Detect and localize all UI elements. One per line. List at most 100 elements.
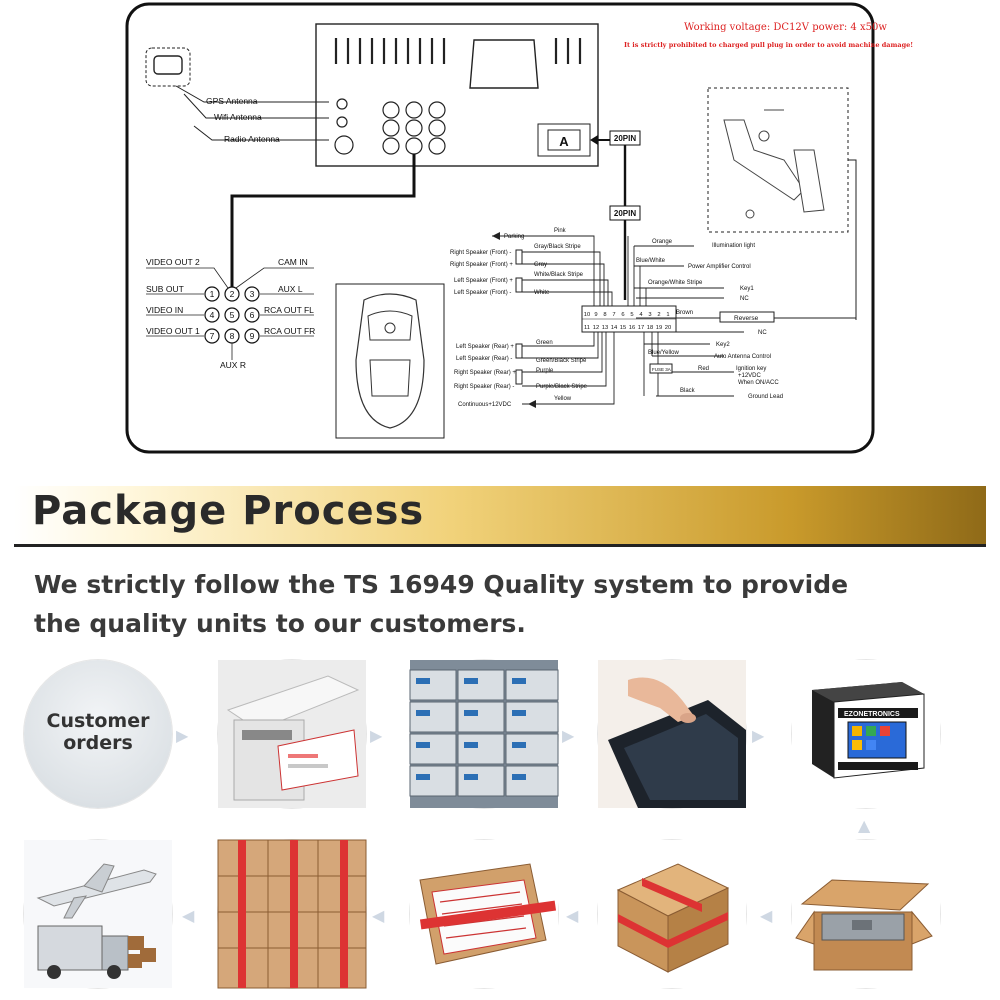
speaker-icons: [515, 249, 523, 385]
svg-text:White/Black Stripe: White/Black Stripe: [534, 272, 584, 278]
svg-text:Continuous+12VDC: Continuous+12VDC: [458, 402, 512, 408]
svg-text:19: 19: [656, 325, 662, 331]
svg-text:Orange: Orange: [652, 239, 673, 245]
svg-text:Left Speaker (Front) +: Left Speaker (Front) +: [454, 278, 513, 284]
svg-text:2: 2: [657, 312, 660, 318]
svg-text:When ON/ACC: When ON/ACC: [738, 380, 779, 386]
printer-icon: [218, 660, 366, 808]
svg-text:5: 5: [230, 310, 235, 320]
diagram-frame: [125, 2, 875, 454]
radio-antenna-label: Radio Antenna: [224, 134, 280, 144]
av-rca-out-fl: RCA OUT FL: [264, 305, 314, 315]
svg-text:8: 8: [230, 331, 235, 341]
arrow-left-icon: ◀: [182, 906, 195, 925]
open-carton-icon: [792, 840, 940, 988]
arrow-left-icon: ◀: [566, 906, 579, 925]
wifi-antenna-label: Wifi Antenna: [214, 112, 262, 122]
svg-text:15: 15: [620, 325, 626, 331]
svg-text:Auto Antenna Control: Auto Antenna Control: [714, 354, 771, 360]
svg-text:17: 17: [638, 325, 644, 331]
step-customer-orders-label: Customer orders: [46, 710, 150, 754]
svg-text:1: 1: [666, 312, 669, 318]
av-cam-in: CAM IN: [278, 257, 308, 267]
working-voltage: Working voltage: DC12V power: 4 x50w: [684, 22, 887, 33]
antenna-sockets: [334, 98, 354, 155]
svg-text:Pink: Pink: [554, 228, 567, 234]
arrow-left-icon: ◀: [372, 906, 385, 925]
rca-sockets: [382, 101, 446, 155]
svg-text:Right Speaker (Rear) -: Right Speaker (Rear) -: [454, 384, 514, 390]
arrow-right-icon: ▶: [752, 726, 765, 745]
svg-text:6: 6: [621, 312, 624, 318]
fuse-box: [649, 363, 673, 374]
vent-slots: [334, 38, 582, 64]
intro-text: We strictly follow the TS 16949 Quality …: [34, 565, 934, 643]
car-topview-icon: [335, 283, 445, 439]
section-banner: Package Process: [14, 486, 986, 547]
svg-text:Reverse: Reverse: [734, 315, 759, 322]
svg-text:Ignition key: Ignition key: [736, 366, 766, 372]
svg-text:Blue/White: Blue/White: [636, 258, 666, 264]
av-sub-out: SUB OUT: [146, 284, 184, 294]
svg-text:Blue/Yellow: Blue/Yellow: [648, 350, 679, 356]
av-video-out-2: VIDEO OUT 2: [146, 257, 200, 267]
intro-line-1: We strictly follow the TS 16949 Quality …: [34, 570, 849, 599]
svg-text:Right Speaker (Rear) +: Right Speaker (Rear) +: [454, 370, 516, 376]
connector-a: A: [537, 123, 591, 157]
svg-text:4: 4: [210, 310, 215, 320]
svg-text:Left Speaker (Rear) +: Left Speaker (Rear) +: [456, 344, 514, 350]
carton-stack-icon: [217, 839, 367, 989]
av-video-out-1: VIDEO OUT 1: [146, 326, 200, 336]
svg-text:Right Speaker (Front) +: Right Speaker (Front) +: [450, 262, 513, 268]
svg-text:Power Amplifier Control: Power Amplifier Control: [688, 264, 751, 270]
reverse-box: [719, 311, 775, 323]
svg-text:Yellow: Yellow: [554, 396, 572, 402]
svg-text:14: 14: [611, 325, 618, 331]
svg-text:FUSE 3A: FUSE 3A: [652, 367, 671, 372]
reverse-camera-diagram: [707, 87, 849, 233]
arrow-up-icon: ▲: [858, 816, 871, 835]
svg-text:6: 6: [250, 310, 255, 320]
svg-text:7: 7: [210, 331, 215, 341]
intro-line-2: the quality units to our customers.: [34, 609, 526, 638]
svg-text:+12VDC: +12VDC: [738, 373, 762, 379]
svg-text:Green: Green: [536, 340, 553, 346]
svg-text:A: A: [559, 134, 569, 149]
svg-text:10: 10: [584, 312, 590, 318]
gps-antenna-icon: [145, 47, 191, 87]
taped-box-icon: [598, 840, 746, 988]
arrow-right-icon: ▶: [370, 726, 383, 745]
warning-text: It is strictly prohibited to charged pul…: [624, 41, 913, 49]
svg-text:NC: NC: [740, 296, 749, 302]
arrow-right-icon: ▶: [562, 726, 575, 745]
step-customer-orders: Customer orders: [24, 660, 172, 808]
svg-text:20: 20: [665, 325, 671, 331]
svg-text:Brown: Brown: [676, 310, 693, 316]
airplane-truck-icon: [24, 840, 172, 988]
svg-text:4: 4: [639, 312, 643, 318]
av-aux-l: AUX L: [278, 284, 303, 294]
svg-text:NC: NC: [758, 330, 767, 336]
svg-text:8: 8: [603, 312, 606, 318]
svg-text:1: 1: [210, 289, 215, 299]
quality-check-icon: [598, 660, 746, 808]
svg-text:20PIN: 20PIN: [614, 209, 636, 218]
svg-text:Green/Black Stripe: Green/Black Stripe: [536, 358, 587, 364]
svg-text:11: 11: [584, 325, 590, 331]
retail-box-icon: EZONETRONICS: [792, 660, 940, 808]
svg-text:20PIN: 20PIN: [614, 134, 636, 143]
warehouse-boxes-icon: [409, 660, 559, 808]
svg-text:18: 18: [647, 325, 653, 331]
svg-text:Key1: Key1: [740, 286, 754, 292]
av-video-in: VIDEO IN: [146, 305, 183, 315]
svg-text:16: 16: [629, 325, 635, 331]
arrow-right-icon: ▶: [176, 726, 189, 745]
svg-text:9: 9: [594, 312, 597, 318]
svg-text:7: 7: [612, 312, 615, 318]
svg-text:Right Speaker (Front) -: Right Speaker (Front) -: [450, 250, 511, 256]
svg-text:Key2: Key2: [716, 342, 730, 348]
svg-text:Purple: Purple: [536, 368, 554, 374]
svg-text:Black: Black: [680, 388, 696, 394]
svg-text:Ground Lead: Ground Lead: [748, 394, 783, 400]
